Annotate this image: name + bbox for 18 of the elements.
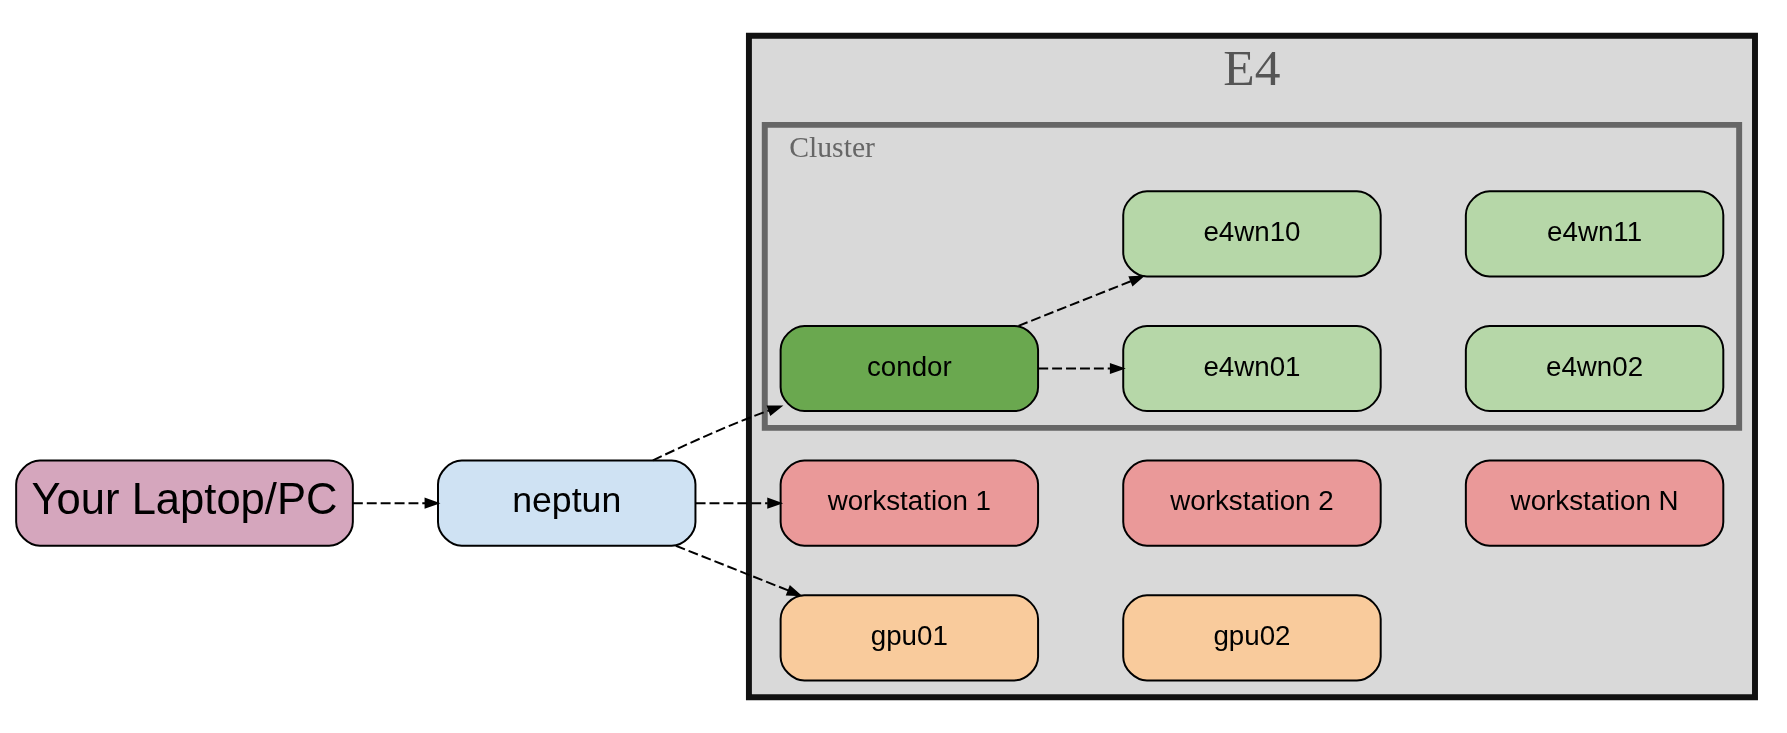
node-box: gpu01 — [779, 594, 1040, 682]
node-box: workstation 2 — [1122, 459, 1382, 547]
node-box: e4wn02 — [1464, 324, 1725, 413]
arrow — [351, 497, 441, 509]
node-box: e4wn11 — [1464, 190, 1725, 278]
node-box: e4wn01 — [1122, 324, 1382, 413]
node-box: workstation 1 — [779, 459, 1040, 547]
node-box: neptun — [437, 459, 697, 547]
arrow — [1037, 362, 1126, 375]
arrow — [651, 405, 784, 462]
node-box: e4wn10 — [1122, 190, 1382, 278]
node-box: gpu02 — [1122, 594, 1382, 682]
arrow — [674, 544, 803, 597]
arrow — [1017, 275, 1146, 327]
node-box: workstation N — [1464, 459, 1725, 547]
node-box: condor — [779, 324, 1040, 413]
node-box: Your Laptop/PC — [15, 459, 354, 547]
arrow — [694, 497, 784, 509]
